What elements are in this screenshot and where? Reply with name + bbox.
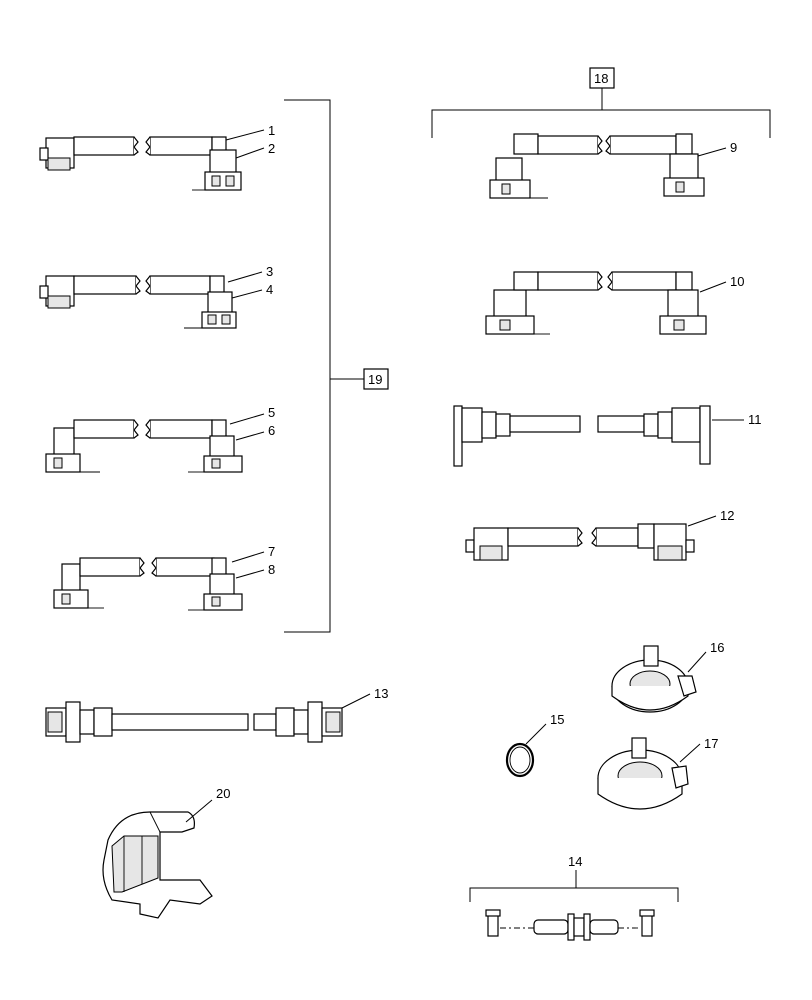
hose-assembly-13 [45,701,343,743]
callout-3: 3 [266,264,273,279]
callout-box-19 [363,368,389,390]
group-bracket-18 [431,109,771,138]
callout-8: 8 [268,562,275,577]
hose-assembly-9 [489,133,705,199]
callout-1: 1 [268,123,275,138]
callout-4: 4 [266,282,273,297]
cover-part-20 [102,811,213,919]
callout-15: 15 [550,712,564,727]
callout-7: 7 [268,544,275,559]
o-ring-15 [505,742,535,778]
callout-10: 10 [730,274,744,289]
hose-assembly-12 [465,523,695,561]
callout-13: 13 [374,686,388,701]
callout-9: 9 [730,140,737,155]
hose-assembly-1-2 [39,136,242,191]
callout-19: 19 [368,372,382,387]
callout-12: 12 [720,508,734,523]
callout-5: 5 [268,405,275,420]
callout-box-18 [589,67,615,89]
callout-20: 20 [216,786,230,801]
group-bracket-14 [469,887,679,902]
connector-kit-14 [485,909,655,941]
callout-11: 11 [748,412,762,427]
callout-16: 16 [710,640,724,655]
clip-part-17 [597,737,689,810]
hose-assembly-7-8 [53,557,243,611]
group-bracket-19 [284,99,331,633]
callout-6: 6 [268,423,275,438]
hose-assembly-5-6 [45,419,243,473]
callout-14: 14 [568,854,582,869]
callout-17: 17 [704,736,718,751]
hose-assembly-3-4 [39,275,237,329]
callout-2: 2 [268,141,275,156]
callout-18: 18 [594,71,608,86]
hose-assembly-11 [453,405,711,467]
clip-part-16 [611,645,697,713]
hose-assembly-10 [485,271,707,335]
